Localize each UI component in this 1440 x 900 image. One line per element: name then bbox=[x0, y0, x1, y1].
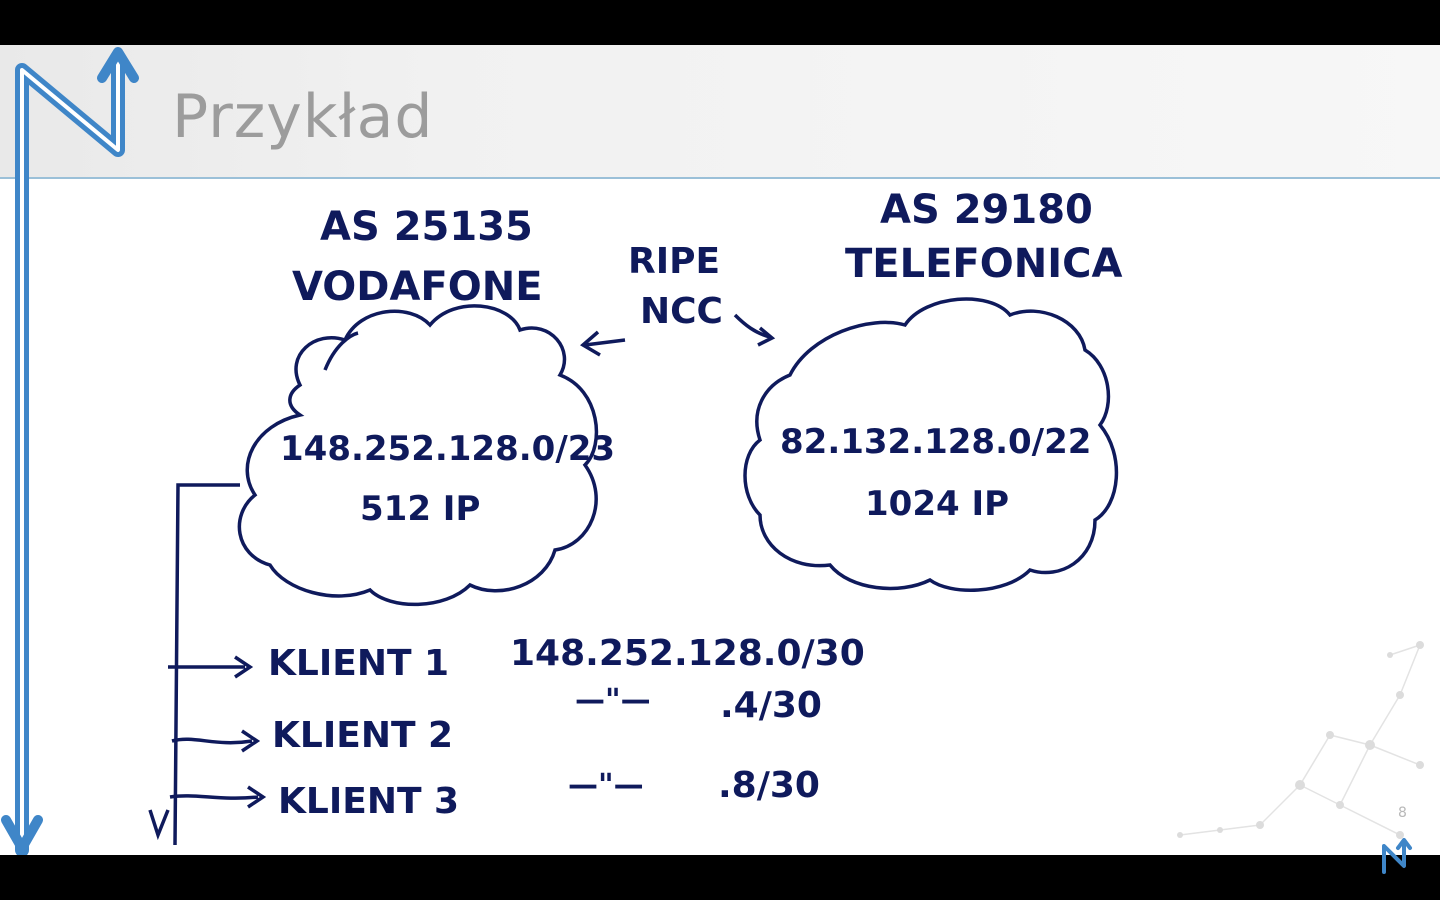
letterbox-top bbox=[0, 0, 1440, 45]
left-as-name: VODAFONE bbox=[292, 264, 543, 310]
telefonica-prefix: 82.132.128.0/22 bbox=[780, 422, 1091, 462]
klient-3-ditto: —"— bbox=[568, 768, 644, 803]
slide-title: Przykład bbox=[172, 82, 434, 152]
klient-3-prefix: .8/30 bbox=[718, 765, 820, 806]
right-as-name: TELEFONICA bbox=[845, 241, 1122, 287]
klient-1-label: KLIENT 1 bbox=[268, 643, 449, 684]
client-tree-trunk bbox=[173, 483, 240, 846]
klient-2-ditto: —"— bbox=[575, 683, 651, 718]
vodafone-cloud-detail bbox=[323, 331, 359, 371]
diagram-canvas: AS 25135 VODAFONE AS 29180 TELEFONICA RI… bbox=[148, 187, 1122, 846]
right-as-number: AS 29180 bbox=[880, 187, 1093, 233]
slide: Przykład bbox=[0, 45, 1440, 855]
arrow-to-vodafone bbox=[584, 338, 626, 347]
registry-line-2: NCC bbox=[640, 291, 723, 332]
arrow-klient-1 bbox=[168, 655, 254, 679]
arrow-klient-3 bbox=[169, 785, 267, 809]
telefonica-cloud bbox=[743, 297, 1119, 592]
network-watermark bbox=[1177, 641, 1424, 839]
arrow-head-right bbox=[757, 326, 776, 347]
tree-end-arrow bbox=[148, 809, 170, 841]
vodafone-prefix: 148.252.128.0/23 bbox=[280, 429, 615, 469]
page-number: 8 bbox=[1398, 805, 1407, 821]
klient-2-label: KLIENT 2 bbox=[272, 715, 453, 756]
klient-1-prefix: 148.252.128.0/30 bbox=[510, 633, 865, 674]
telefonica-ip-count: 1024 IP bbox=[865, 484, 1009, 524]
vodafone-ip-count: 512 IP bbox=[360, 489, 480, 529]
left-as-number: AS 25135 bbox=[320, 204, 533, 250]
klient-2-prefix: .4/30 bbox=[720, 685, 822, 726]
arrow-head-left bbox=[580, 330, 601, 357]
letterbox-bottom bbox=[0, 855, 1440, 900]
header-divider bbox=[0, 177, 1440, 179]
slide-header bbox=[0, 45, 1440, 177]
vodafone-cloud bbox=[237, 304, 599, 607]
arrow-klient-2 bbox=[171, 729, 261, 753]
klient-3-label: KLIENT 3 bbox=[278, 781, 459, 822]
registry-line-1: RIPE bbox=[628, 241, 720, 282]
arrow-to-telefonica bbox=[733, 313, 771, 339]
